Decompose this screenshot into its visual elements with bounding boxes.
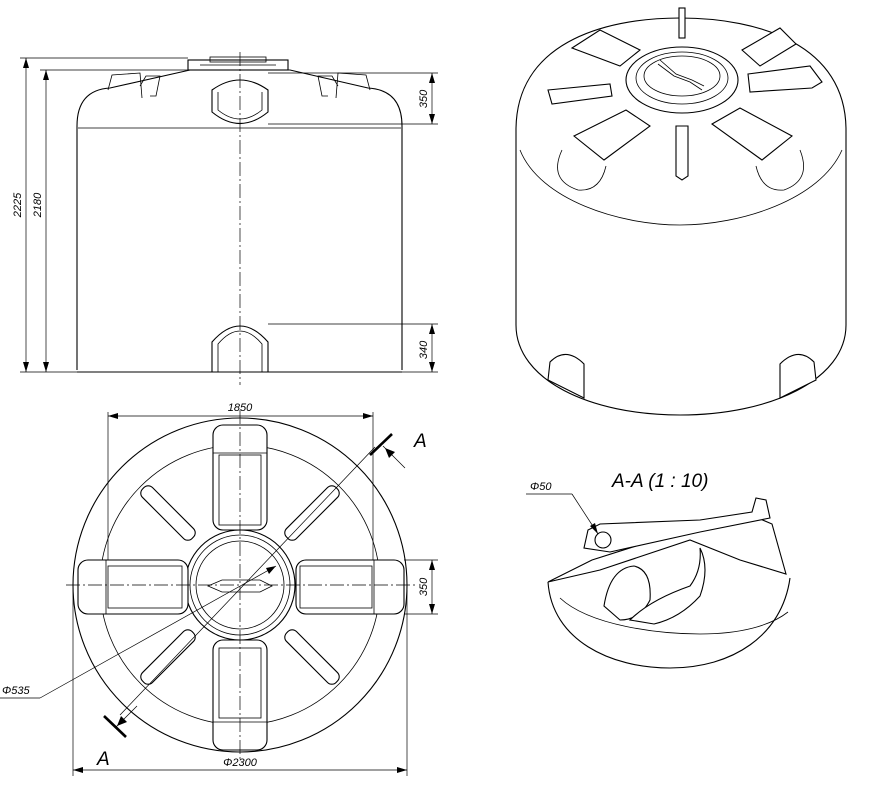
dim-height-body: 2180 (32, 192, 44, 218)
dim-diameter: Φ2300 (223, 757, 258, 769)
dim-bottom-slot: 340 (418, 340, 430, 359)
iso-view (515, 7, 847, 416)
dim-width: 1850 (228, 402, 253, 414)
section-mark-bottom: A (96, 749, 110, 770)
right-handle-outer (335, 72, 371, 99)
front-view: 2225 2180 350 340 (12, 52, 438, 385)
iso-top-post (678, 7, 686, 39)
section-mark-top: A (413, 431, 427, 452)
section-arc (547, 577, 791, 669)
dim-top-slot: 350 (418, 89, 430, 108)
dim-neck-diameter: Φ535 (2, 685, 30, 697)
dim-hole-diameter: Φ50 (530, 481, 552, 493)
iso-neck (625, 46, 739, 114)
section-view: A-A (1 : 10) Φ50 (526, 471, 791, 669)
left-handle-outer (107, 72, 143, 99)
iso-outline (515, 17, 847, 416)
section-title: A-A (1 : 10) (611, 471, 708, 492)
top-view: A A 1850 350 Φ2300 Φ535 (0, 402, 438, 776)
dim-height-total: 2225 (12, 192, 24, 218)
dim-side-slot: 350 (418, 577, 430, 596)
section-hole (594, 531, 612, 549)
